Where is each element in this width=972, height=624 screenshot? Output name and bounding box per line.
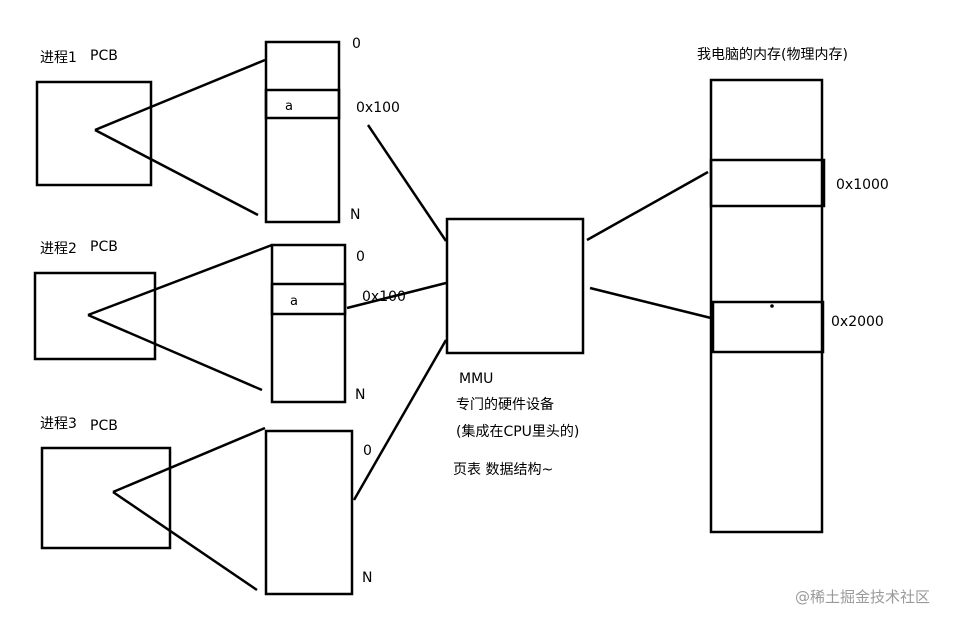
process-2-pcb-label: PCB xyxy=(90,239,118,255)
link-process-1-to-mmu xyxy=(366,124,448,242)
mmu: MMU 专门的硬件设备 (集成在CPU里头的) 页表 数据结构~ xyxy=(445,217,585,478)
process-3-start-label: 0 xyxy=(363,443,372,459)
process-1-link-bottom xyxy=(94,128,259,217)
process-1: 进程1 PCB a 0 0x100 N xyxy=(35,36,400,224)
watermark: @稀土掘金技术社区 xyxy=(795,588,930,606)
process-1-addr-label: 0x100 xyxy=(356,100,400,116)
process-1-end-label: N xyxy=(350,207,360,223)
page-table-label: 页表 数据结构~ xyxy=(453,462,553,478)
memory-frame-1-addr: 0x1000 xyxy=(836,177,889,193)
process-2-link-top xyxy=(87,243,273,317)
process-3-end-label: N xyxy=(362,570,372,586)
physical-memory-box xyxy=(709,78,824,534)
process-1-pcb-box xyxy=(35,80,153,187)
process-2: 进程2 PCB a 0 0x100 N xyxy=(33,239,406,404)
memory-frame-2 xyxy=(711,300,825,354)
process-2-pcb-box xyxy=(33,271,157,361)
process-2-entry-label: a xyxy=(290,294,298,309)
mmu-box xyxy=(445,217,585,355)
process-2-link-bottom xyxy=(87,313,263,392)
physical-memory-title: 我电脑的内存(物理内存) xyxy=(697,47,848,63)
process-3-link-top xyxy=(112,426,266,494)
link-mmu-to-frame-1 xyxy=(586,170,709,242)
process-1-label: 进程1 xyxy=(40,50,77,66)
mmu-description: 专门的硬件设备 xyxy=(456,396,554,413)
mmu-name: MMU xyxy=(459,371,493,387)
process-3-link-bottom xyxy=(112,490,258,592)
process-2-label: 进程2 xyxy=(40,241,77,257)
mmu-note: (集成在CPU里头的) xyxy=(456,423,579,440)
link-mmu-to-frame-2 xyxy=(589,286,712,320)
stray-dot xyxy=(770,304,774,308)
process-2-virtual-space xyxy=(270,243,347,404)
process-1-link-top xyxy=(94,58,266,132)
process-1-page-entry xyxy=(264,88,341,120)
physical-memory: 我电脑的内存(物理内存) 0x1000 0x2000 xyxy=(697,47,889,534)
process-3: 进程3 PCB 0 N xyxy=(40,416,372,596)
link-process-3-to-mmu xyxy=(352,339,448,501)
process-3-pcb-box xyxy=(40,446,172,550)
process-3-pcb-label: PCB xyxy=(90,418,118,434)
process-3-virtual-space xyxy=(264,429,354,596)
process-1-start-label: 0 xyxy=(352,36,361,52)
process-2-start-label: 0 xyxy=(356,249,365,265)
process-2-end-label: N xyxy=(355,387,365,403)
process-1-pcb-label: PCB xyxy=(90,48,118,64)
memory-frame-2-addr: 0x2000 xyxy=(831,314,884,330)
process-1-entry-label: a xyxy=(285,99,293,114)
memory-frame-1 xyxy=(709,158,826,208)
process-2-page-entry xyxy=(270,282,347,316)
link-process-2-to-mmu xyxy=(346,281,447,310)
process-1-virtual-space xyxy=(264,40,341,224)
process-3-label: 进程3 xyxy=(40,416,77,432)
